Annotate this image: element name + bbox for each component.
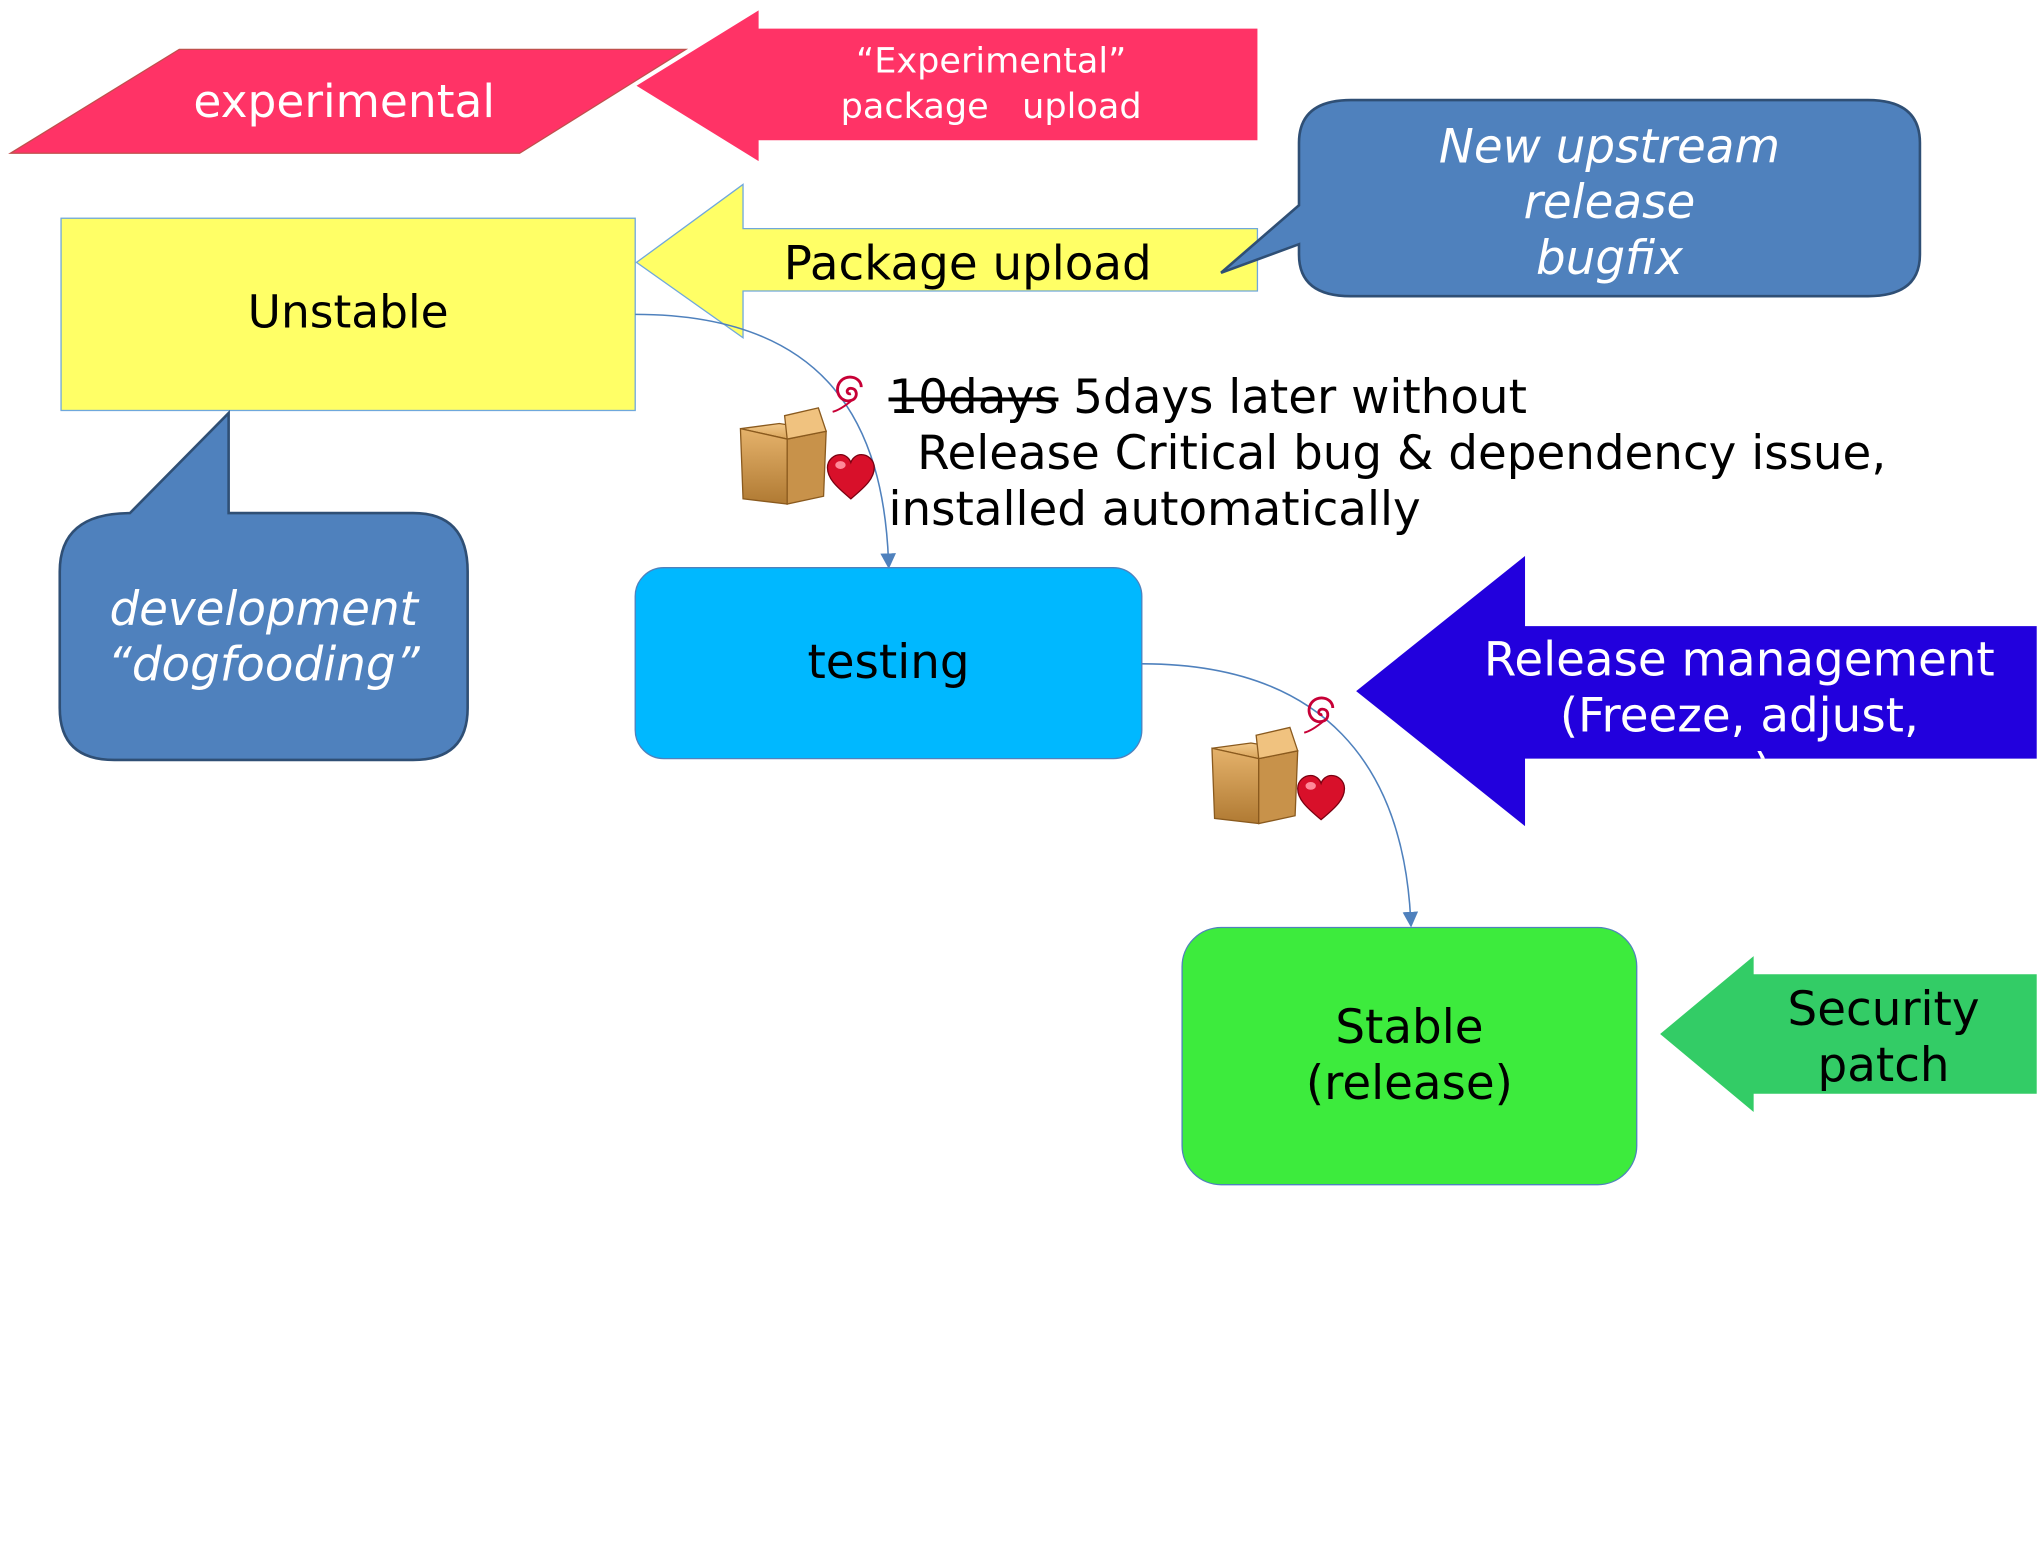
package-box-icon xyxy=(1211,726,1299,825)
security-patch-label: Security patch xyxy=(1741,982,2027,1094)
security-line2: patch xyxy=(1817,1039,1950,1093)
development-callout-label: development “dogfooding” xyxy=(60,582,468,694)
stable-line1: Stable xyxy=(1335,1001,1484,1055)
experimental-shape xyxy=(8,48,689,154)
package-upload-label: Package upload xyxy=(783,237,1152,291)
heart-icon xyxy=(826,454,875,500)
diagram-canvas xyxy=(8,10,2037,1186)
migration-line2: Release Critical bug & dependency issue, xyxy=(917,427,1887,481)
upstream-line3: bugfix xyxy=(1536,233,1683,287)
migration-line1: 10days 5days later without xyxy=(889,372,1887,428)
migration-line3: installed automatically xyxy=(888,482,1421,537)
upstream-line2: release xyxy=(1523,176,1696,231)
experimental-upload-label: “Experimental” package upload xyxy=(779,39,1202,130)
debian-swirl-icon xyxy=(832,375,863,413)
development-callout-shape xyxy=(58,409,469,762)
unstable-to-testing-connector xyxy=(635,313,896,569)
heart-icon xyxy=(1297,774,1346,821)
development-line2: “dogfooding” xyxy=(107,639,420,693)
migration-note: 10days 5days later without Release Criti… xyxy=(889,372,1887,539)
experimental-upload-arrow xyxy=(636,10,1258,162)
release-line2: (Freeze, adjust, xyxy=(1559,690,1919,744)
migration-struck-text: 10days xyxy=(888,371,1059,425)
release-management-label: Release management (Freeze, adjust, …) xyxy=(1442,633,2037,759)
release-management-text-clip: Release management (Freeze, adjust, …) xyxy=(1442,626,2037,759)
unstable-label: Unstable xyxy=(247,287,449,340)
experimental-upload-line2: package upload xyxy=(840,87,1142,128)
release-line3: …) xyxy=(1442,745,2037,759)
upstream-callout-label: New upstream release bugfix xyxy=(1299,120,1920,288)
security-line1: Security xyxy=(1787,983,1980,1037)
release-management-arrow xyxy=(1356,555,2037,827)
experimental-upload-line1: “Experimental” xyxy=(856,41,1127,82)
testing-to-stable-connector xyxy=(1141,663,1419,928)
development-line1: development xyxy=(109,583,418,637)
experimental-label: experimental xyxy=(193,76,496,129)
upstream-callout-shape xyxy=(1220,98,1922,298)
unstable-box xyxy=(60,217,636,412)
release-line1: Release management xyxy=(1483,633,1995,688)
debian-swirl-icon xyxy=(1303,696,1335,734)
migration-line1-text: 5days later without xyxy=(1058,371,1527,425)
upstream-line1: New upstream xyxy=(1438,120,1781,175)
stable-box xyxy=(1181,926,1638,1186)
stable-line2: (release) xyxy=(1305,1057,1513,1111)
stable-label: Stable (release) xyxy=(1182,1000,1637,1112)
package-box-icon xyxy=(739,407,828,505)
testing-label: testing xyxy=(807,636,970,690)
package-upload-arrow xyxy=(635,183,1259,339)
security-patch-arrow xyxy=(1660,956,2037,1112)
